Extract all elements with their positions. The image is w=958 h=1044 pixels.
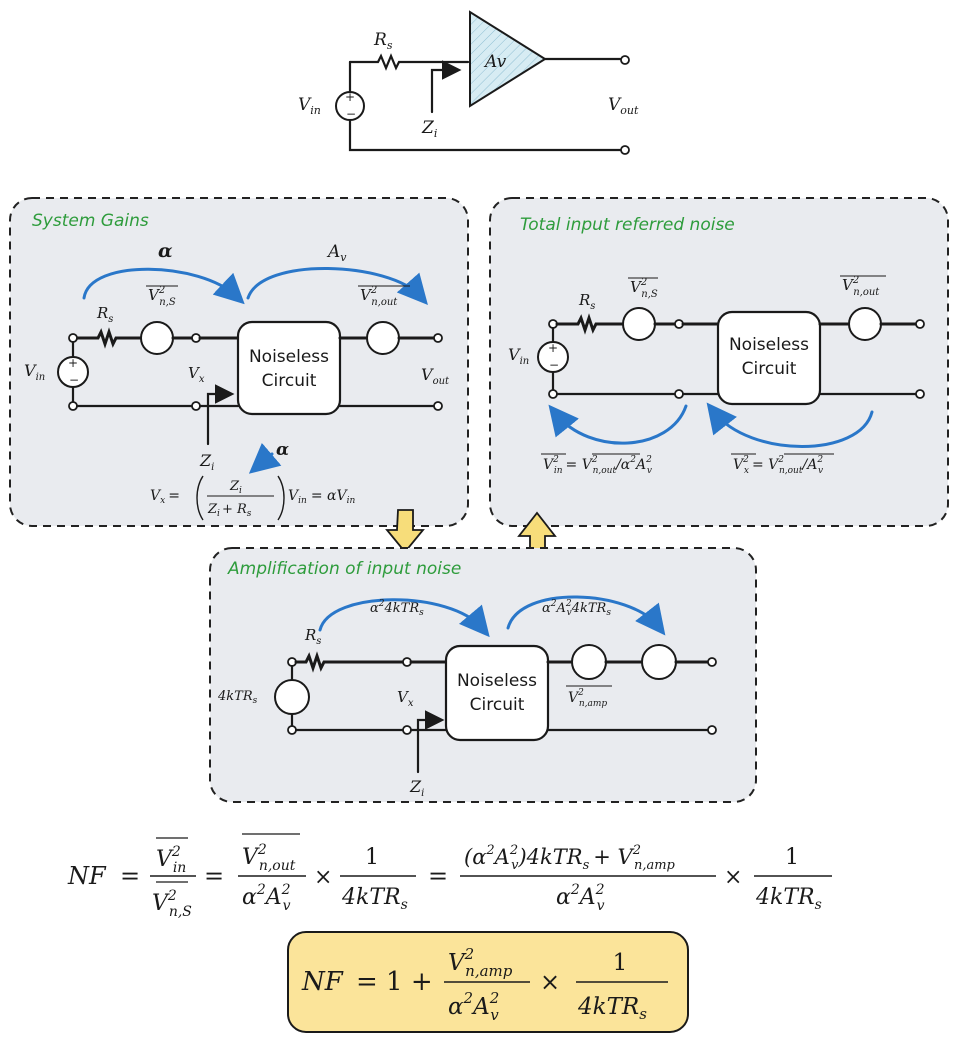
block-label-1-p3: Noiseless xyxy=(457,671,537,691)
one-1: 1 xyxy=(365,845,379,870)
block-label-2: Circuit xyxy=(262,371,317,391)
nf-symbol-box: NF xyxy=(301,967,344,997)
amplifier-triangle xyxy=(469,10,547,108)
svg-text:Zi: Zi xyxy=(229,479,242,496)
block-label-1: Noiseless xyxy=(249,347,329,367)
av-label: Av xyxy=(326,242,347,264)
noiseless-circuit-block-p2 xyxy=(716,310,822,406)
panel1-title: System Gains xyxy=(32,211,149,231)
eq-box: = 1 + xyxy=(356,967,433,997)
vin-label-top: Vin xyxy=(298,95,321,117)
eq-2: = xyxy=(204,862,224,890)
total-gain-arrow xyxy=(506,595,666,636)
svg-text:Zi+ Rs: Zi+ Rs xyxy=(207,502,252,519)
times-2: × xyxy=(724,865,742,890)
alpha-label: α xyxy=(158,240,173,262)
svg-text:−: − xyxy=(549,358,559,372)
vx-label-p1: Vx xyxy=(188,364,205,385)
noise-source-vnout-p2 xyxy=(848,307,882,341)
vout-label-top: Vout xyxy=(608,95,639,117)
svg-text:−: − xyxy=(346,107,356,121)
vin-label-p1: Vin xyxy=(24,361,45,383)
times-1: × xyxy=(314,865,332,890)
rs-label-p1: Rs xyxy=(96,304,113,325)
output-node-source xyxy=(641,644,677,680)
thermal-noise-source xyxy=(274,679,310,715)
top-circuit: + − Av Rs Vin Vout Zi xyxy=(298,10,639,155)
av-gain-arrow xyxy=(246,267,428,305)
svg-text:+: + xyxy=(68,356,78,370)
eq-3: = xyxy=(428,862,448,890)
noise-source-vns xyxy=(140,321,174,355)
svg-text:+: + xyxy=(345,90,355,104)
rs-label-p3: Rs xyxy=(304,626,321,647)
svg-text:4kTRs: 4kTRs xyxy=(341,885,408,913)
zi-label-top: Zi xyxy=(421,118,437,140)
svg-text:−: − xyxy=(69,373,79,387)
vx-label-p3: Vx xyxy=(397,688,414,709)
vout-label-p1: Vout xyxy=(421,365,450,387)
panel2-title: Total input referred noise xyxy=(520,215,735,235)
zi-label-p1: Zi xyxy=(199,451,214,473)
svg-text:V2n,amp: V2n,amp xyxy=(448,945,513,980)
rs-label-top: Rs xyxy=(373,30,393,52)
noiseless-circuit-block-p1 xyxy=(236,320,342,416)
alpha-sq-gain-arrow xyxy=(318,598,490,638)
eq-1: = xyxy=(120,862,140,890)
down-arrow-yellow xyxy=(385,509,425,554)
svg-text:Vin= αVin: Vin= αVin xyxy=(288,488,355,506)
amp-noise-source xyxy=(571,644,607,680)
gain1-label: α24kTRs xyxy=(370,599,424,618)
noise-source-vnout xyxy=(366,321,400,355)
one-2: 1 xyxy=(785,845,799,870)
svg-text:V2n,out: V2n,out xyxy=(242,842,296,874)
refer-to-input-arrow xyxy=(548,404,688,445)
noise-source-vns-p2 xyxy=(622,307,656,341)
one-box: 1 xyxy=(613,950,628,976)
zi-label-p3: Zi xyxy=(409,777,424,799)
svg-text:+: + xyxy=(548,341,558,355)
refer-to-vx-arrow xyxy=(706,402,874,448)
block-label-2-p3: Circuit xyxy=(470,695,525,715)
vin-label-p2: Vin xyxy=(508,345,529,367)
svg-text:Vx=: Vx= xyxy=(150,488,180,506)
block-label-1-p2: Noiseless xyxy=(729,335,809,355)
noiseless-circuit-block-p3 xyxy=(444,644,550,742)
svg-text:4kTRs: 4kTRs xyxy=(755,885,822,913)
thermal-noise-label: 4kTRs xyxy=(217,689,258,706)
alpha-label-2: α xyxy=(276,440,289,460)
svg-text:V2n,S: V2n,S xyxy=(152,888,192,920)
svg-text:4kTRs: 4kTRs xyxy=(577,994,647,1023)
amp-label: Av xyxy=(483,52,507,72)
vx-equation: Vx= Zi Zi+ Rs Vin= αVin xyxy=(150,475,355,521)
times-box: × xyxy=(540,968,560,996)
nf-symbol: NF xyxy=(67,862,107,890)
alpha-gain-arrow xyxy=(82,267,245,305)
rs-label-p2: Rs xyxy=(578,291,595,312)
panel-amplification: Amplification of input noise α24kTRs α2A… xyxy=(209,547,757,803)
block-label-2-p2: Circuit xyxy=(742,359,797,379)
panel3-title: Amplification of input noise xyxy=(227,559,461,579)
